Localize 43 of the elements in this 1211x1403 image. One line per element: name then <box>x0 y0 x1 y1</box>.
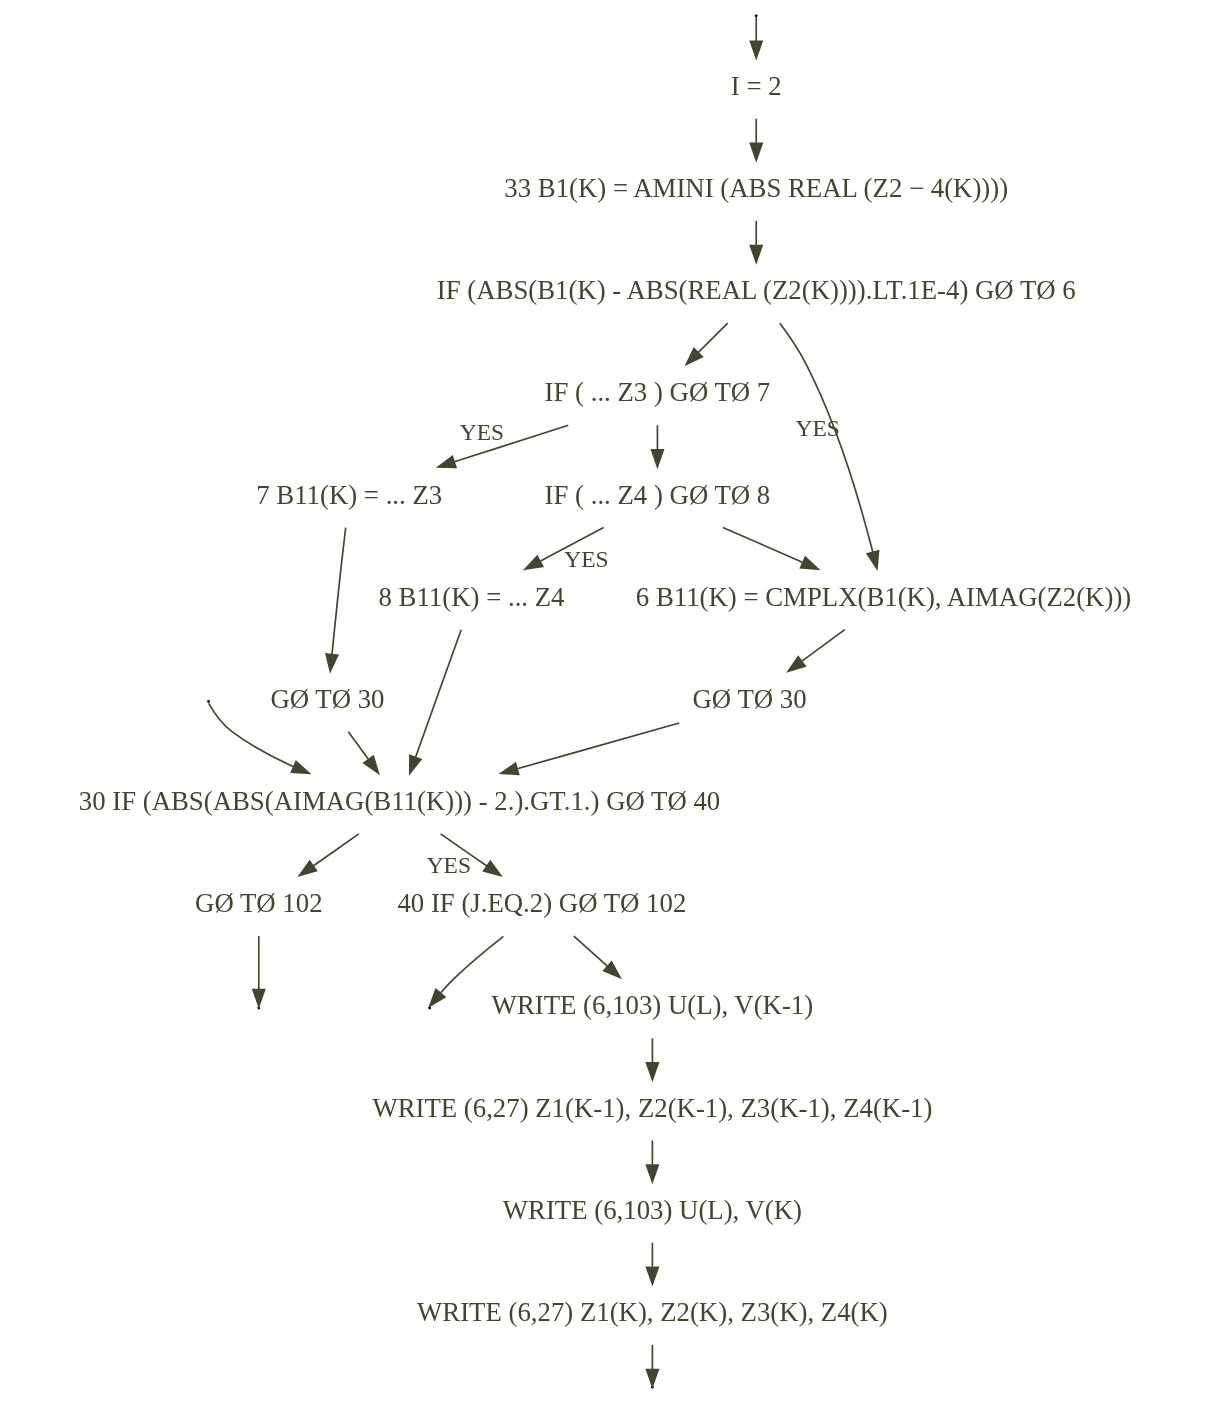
edge-label: YES <box>459 418 505 445</box>
node-text: GØ TØ 30 <box>270 683 385 714</box>
arrow <box>645 1241 660 1287</box>
arrow <box>435 424 570 469</box>
node-text: IF ( ... Z4 ) GØ TØ 8 <box>544 479 771 510</box>
node-text: IF (ABS(B1(K) - ABS(REAL (Z2(K)))).LT.1E-4) GØ TØ 6 <box>436 275 1076 306</box>
node-text: 30 IF (ABS(ABS(AIMAG(B11(K))) - 2.).GT.1.) GØ TØ 40 <box>78 786 721 817</box>
node-text: 7 B11(K) = ... Z3 <box>256 479 443 510</box>
arrow <box>749 117 764 163</box>
arrow <box>684 322 729 367</box>
arrow <box>439 833 503 878</box>
arrow <box>428 935 505 1009</box>
arrow <box>207 702 312 775</box>
arrow <box>573 935 622 980</box>
node-text: 33 B1(K) = AMINI (ABS REAL (Z2 − 4(K)))) <box>504 173 1009 204</box>
node-text: GØ TØ 30 <box>692 683 807 714</box>
node-text: WRITE (6,103) U(L), V(K-1) <box>491 990 814 1021</box>
node-text: IF ( ... Z3 ) GØ TØ 7 <box>544 377 771 408</box>
arrow <box>498 722 680 776</box>
node-text: GØ TØ 102 <box>195 888 323 919</box>
arrow <box>645 1139 660 1185</box>
arrow <box>645 1037 660 1083</box>
node-text: 8 B11(K) = ... Z4 <box>378 581 565 612</box>
arrow <box>297 833 360 878</box>
arrow <box>786 628 846 673</box>
arrow <box>325 526 347 674</box>
node-text: WRITE (6,27) Z1(K), Z2(K), Z3(K), Z4(K) <box>417 1296 888 1327</box>
node-text: WRITE (6,103) U(L), V(K) <box>502 1194 803 1225</box>
arrow <box>749 220 764 265</box>
arrow <box>722 526 821 571</box>
arrow <box>408 628 463 776</box>
edge-label: YES <box>564 545 609 572</box>
arrow <box>522 526 605 571</box>
arrow <box>645 1343 660 1389</box>
arrow <box>749 15 764 61</box>
arrow <box>779 322 880 572</box>
edge-label: YES <box>426 852 471 879</box>
arrow <box>650 424 665 470</box>
node-text: 40 IF (J.EQ.2) GØ TØ 102 <box>397 888 687 919</box>
node-text: WRITE (6,27) Z1(K-1), Z2(K-1), Z3(K-1), Z4(K-1) <box>372 1092 933 1123</box>
node-text: I = 2 <box>730 70 782 101</box>
node-text: 6 B11(K) = CMPLX(B1(K), AIMAG(Z2(K))) <box>635 581 1132 612</box>
arrow <box>347 730 380 776</box>
